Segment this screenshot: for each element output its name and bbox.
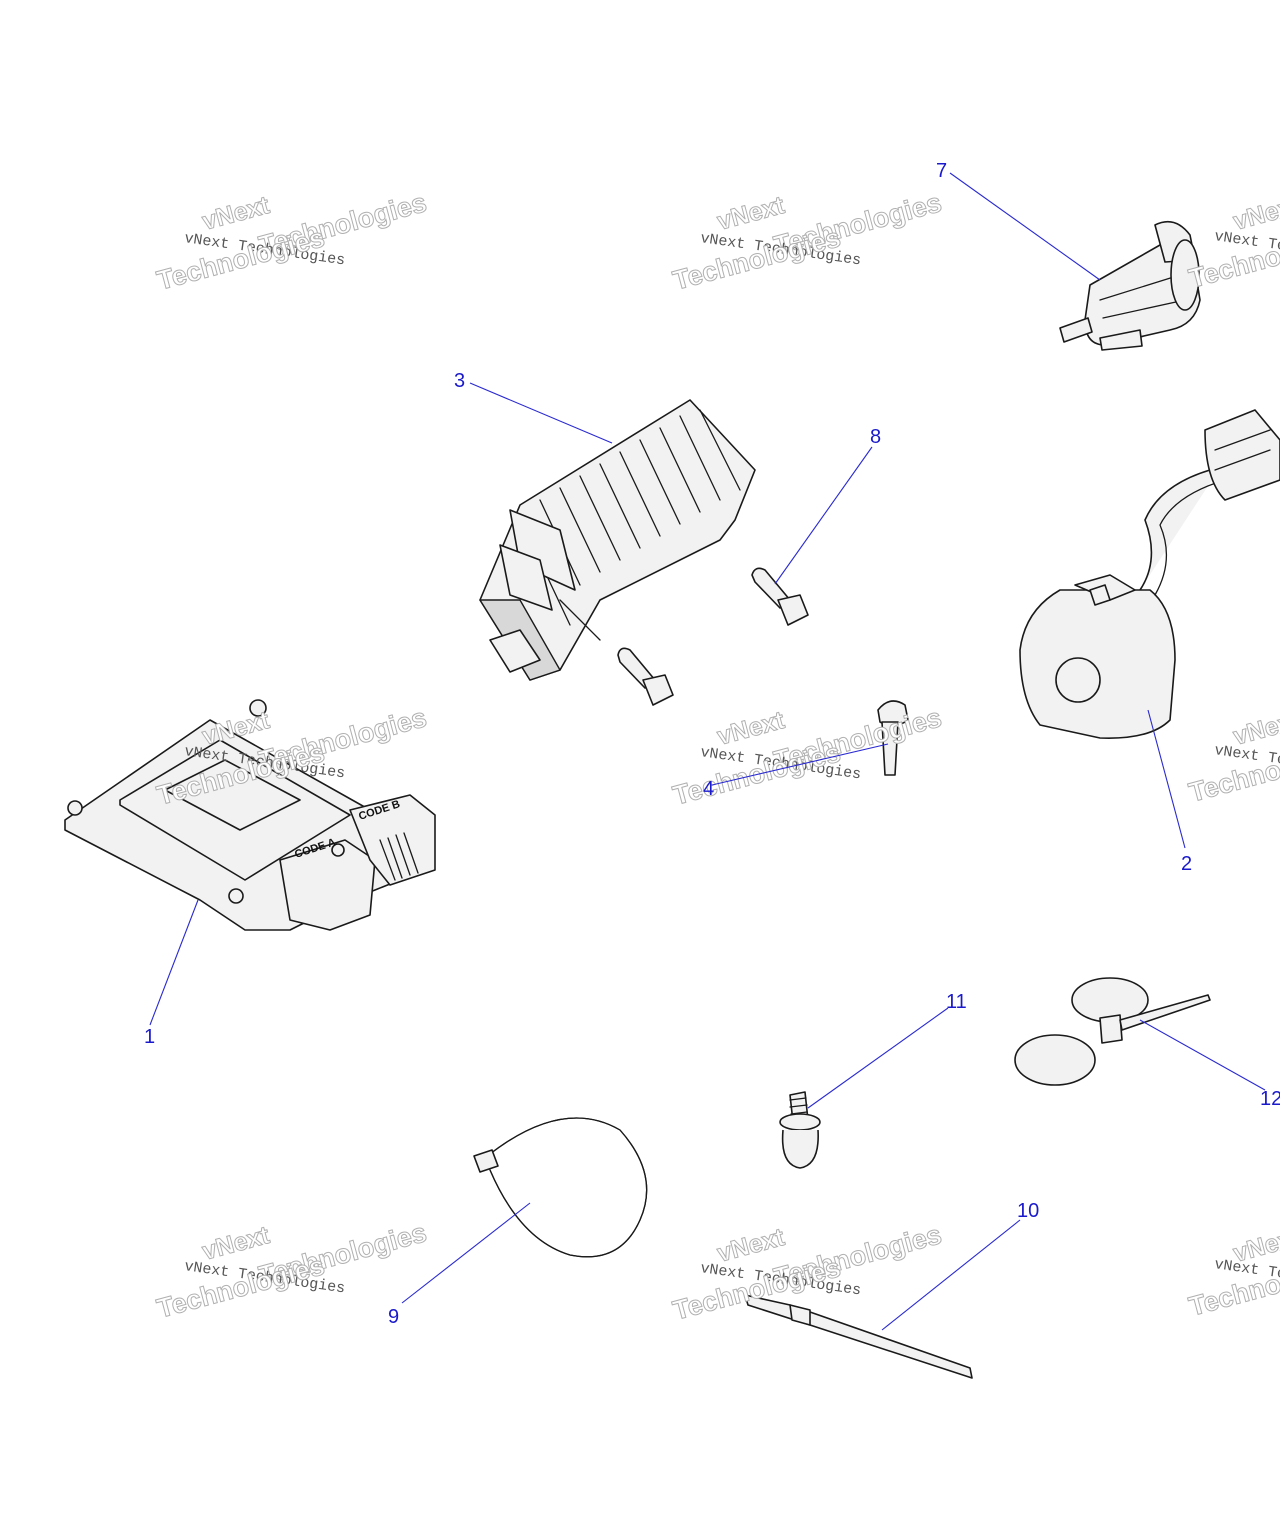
part-screw [617,567,809,706]
part-handlebar-switch [1019,409,1280,739]
callout-1: 1 [144,1026,155,1048]
leader-9 [401,1202,531,1304]
part-solenoid [1059,220,1201,351]
part-voltage-regulator [479,399,756,681]
callout-labels: 1 2 3 4 7 8 9 10 11 12 [144,160,1280,1328]
watermark-brand: vNext [199,191,273,236]
part-double-loop-tie [1014,977,1211,1086]
leader-12 [1139,1019,1266,1091]
leader-3 [469,382,613,444]
leader-8 [774,446,873,585]
watermark-brand: vNext [199,1221,273,1266]
watermark-9: vNext vNext Technologies Technologies [1185,1222,1280,1322]
part-cable-tie [473,1117,648,1258]
callout-12: 12 [1260,1088,1280,1110]
watermark-brand: vNext [1230,191,1280,236]
watermark-brand: vNext [1230,706,1280,751]
watermark-1: vNext Technologies vNext Technologies Te… [153,187,430,297]
part-ecu-module: CODE A CODE B [64,699,436,931]
watermark-brand: vNext [714,191,788,236]
callout-10: 10 [1017,1200,1039,1222]
watermark-6: vNext vNext Technologies Technologies [1185,705,1280,808]
leader-7 [949,172,1101,281]
callout-8: 8 [870,426,881,448]
callout-11: 11 [946,991,967,1013]
callout-7: 7 [936,160,947,182]
watermark-brand: vNext [714,706,788,751]
watermark-3: vNext vNext Technologies Technologies [1185,190,1280,294]
callout-4: 4 [703,778,714,800]
leader-2 [1147,709,1186,849]
watermark-2: vNext Technologies vNext Technologies Te… [669,187,945,297]
callout-2: 2 [1181,853,1192,875]
callout-3: 3 [454,370,465,392]
part-bolt [877,700,909,776]
leader-11 [807,1007,949,1109]
leader-lines [149,172,1266,1331]
callout-9: 9 [388,1306,399,1328]
leader-1 [149,899,199,1026]
leader-4 [711,743,889,786]
watermark-brand: vNext [714,1223,788,1268]
leader-10 [881,1219,1021,1331]
part-push-clip [779,1091,821,1169]
part-cable-tie-strap [744,1294,973,1379]
